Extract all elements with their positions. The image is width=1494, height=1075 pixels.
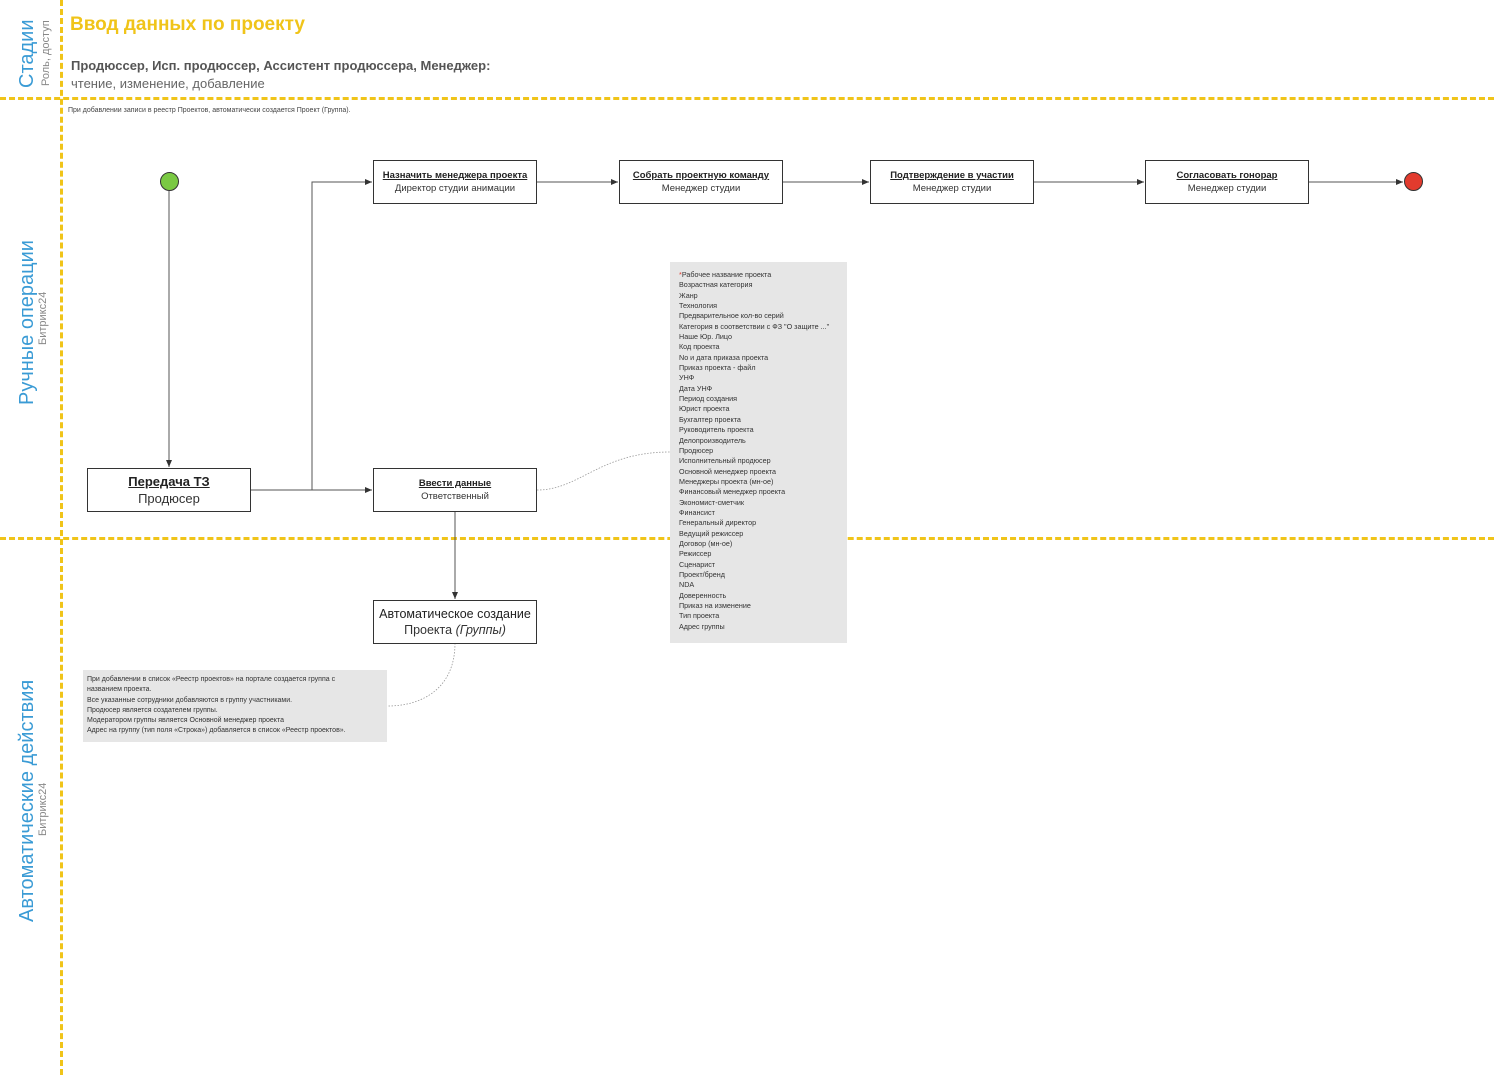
field-item: Технология [679,301,718,311]
field-item: Делопроизводитель [679,435,746,445]
field-item: Режиссер [679,549,712,559]
field-item: Сценарист [679,559,716,569]
field-item: Тип проекта [679,611,720,621]
start-node [160,172,179,191]
node-confirm-role: Менеджер студии [912,183,992,194]
auto-note-annotation: При добавлении в список «Реестр проектов… [83,670,387,742]
arrow-tz-to-assign [311,179,372,490]
node-confirm-participation: Подтверждение в участии Менеджер студии [870,160,1034,204]
field-item: Юрист проекта [679,404,730,414]
field-item: Период создания [679,394,738,404]
field-item: Исполнительный продюсер [679,456,771,466]
end-node [1404,172,1423,191]
node-tz-role: Продюсер [138,491,200,506]
node-fee-title: Согласовать гонорар [1176,170,1278,181]
field-item: Продюсер [679,445,714,455]
field-item: Категория в соответствии с ФЗ "О защите … [679,321,830,331]
field-item: Руководитель проекта [679,425,754,435]
auto-note-line: названием проекта. [87,686,152,694]
node-auto-create: Автоматическое создание Проекта (Группы) [373,600,537,644]
node-assign-title: Назначить менеджера проекта [382,170,528,181]
node-tz: Передача ТЗ Продюсер [87,468,251,512]
node-fee-role: Менеджер студии [1187,183,1267,194]
lane-divider-stages [0,97,1494,100]
auto-note-line: Продюсер является создателем группы. [87,706,218,714]
node-auto-role: Проекта (Группы) [404,623,506,637]
node-auto-title: Автоматическое создание [379,607,531,621]
node-tz-title: Передача ТЗ [128,474,210,489]
field-item: Генеральный директор [679,518,757,528]
field-item: Ведущий режиссер [679,528,744,538]
field-item: Приказ на изменение [679,601,751,610]
node-auto-role-emphasis: (Группы) [455,623,506,637]
node-assign-role: Директор студии анимации [394,183,516,194]
field-item: Менеджеры проекта (мн-ое) [679,476,774,486]
field-item: Финансист [679,507,715,517]
node-team-title: Собрать проектную команду [632,170,770,181]
roles-text: Продюссер, Исп. продюссер, Ассистент про… [71,58,491,73]
field-item: No и дата приказа проекта [679,352,769,362]
field-item: Договор (мн-ое) [679,538,733,548]
page-title: Ввод данных по проекту [70,14,305,35]
auto-note-line: Модератором группы является Основной мен… [87,717,284,725]
field-item: Основной менеджер проекта [679,466,777,476]
annotation-link-fields [536,451,671,491]
node-enter-data: Ввести данные Ответственный [373,468,537,512]
required-mark: * [679,270,682,279]
auto-note-line: При добавлении в список «Реестр проектов… [87,676,336,683]
field-item: Финансовый менеджер проекта [679,487,786,497]
node-agree-fee: Согласовать гонорар Менеджер студии [1145,160,1309,204]
node-build-team: Собрать проектную команду Менеджер студи… [619,160,783,204]
auto-note-line: Адрес на группу (тип поля «Строка») доба… [87,727,346,735]
field-item: Дата УНФ [679,383,713,393]
field-item: Адрес группы [679,621,725,631]
field-item: Возрастная категория [679,280,753,290]
auto-note-line: Все указанные сотрудники добавляются в г… [87,696,293,704]
node-enter-role: Ответственный [421,491,489,502]
field-item: Проект/бренд [679,569,725,579]
field-item: Бухгалтер проекта [679,414,741,424]
field-item: Доверенность [679,590,727,600]
node-confirm-title: Подтверждение в участии [890,170,1014,181]
field-item: Наше Юр. Лицо [679,332,732,342]
annotation-link-auto [387,642,456,707]
field-item: Приказ проекта - файл [679,363,756,373]
top-note: При добавлении записи в реестр Проектов,… [68,107,351,114]
field-item: NDA [679,580,695,590]
node-enter-title: Ввести данные [418,478,492,489]
node-assign-manager: Назначить менеджера проекта Директор сту… [373,160,537,204]
field-item: *Рабочее название проекта [679,270,772,279]
field-item: Жанр [679,290,698,300]
field-item: Предварительное кол-во серий [679,311,784,321]
node-team-role: Менеджер студии [661,183,741,194]
field-item: Экономист-сметчик [679,497,745,507]
field-item: Код проекта [679,342,720,352]
permissions-text: чтение, изменение, добавление [71,76,265,91]
field-item: УНФ [679,373,695,383]
